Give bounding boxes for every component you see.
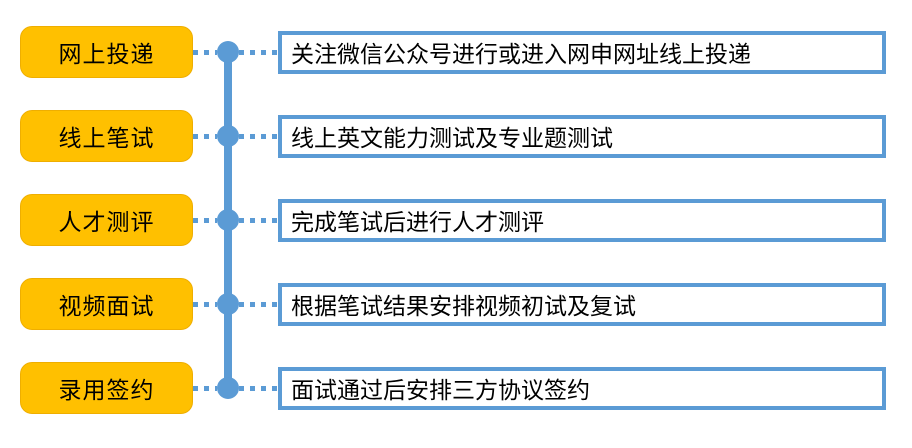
process-step-row: 线上笔试 线上英文能力测试及专业题测试	[0, 94, 912, 178]
step-description-box: 线上英文能力测试及专业题测试	[278, 114, 886, 158]
dotted-connector-right	[239, 301, 278, 307]
step-label-box: 录用签约	[20, 362, 193, 414]
step-description: 面试通过后安排三方协议签约	[291, 377, 590, 403]
step-label-box: 人才测评	[20, 194, 193, 246]
process-steps: 网上投递 关注微信公众号进行或进入网申网址线上投递 线上笔试 线上英文能力测试及…	[0, 10, 912, 430]
dotted-connector-left	[193, 133, 217, 139]
step-description: 关注微信公众号进行或进入网申网址线上投递	[291, 41, 751, 67]
step-label: 视频面试	[58, 293, 155, 319]
dotted-connector-right	[239, 49, 278, 55]
dotted-connector-right	[239, 217, 278, 223]
dotted-connector-left	[193, 301, 217, 307]
step-description: 完成笔试后进行人才测评	[291, 209, 544, 235]
dotted-connector-right	[239, 385, 278, 391]
process-step-row: 视频面试 根据笔试结果安排视频初试及复试	[0, 262, 912, 346]
step-label: 网上投递	[58, 41, 155, 67]
dotted-connector-left	[193, 49, 217, 55]
step-label: 录用签约	[58, 377, 155, 403]
timeline-node-icon	[217, 125, 239, 147]
timeline-node-icon	[217, 209, 239, 231]
dotted-connector-left	[193, 385, 217, 391]
process-step-row: 录用签约 面试通过后安排三方协议签约	[0, 346, 912, 430]
step-label-box: 视频面试	[20, 278, 193, 330]
timeline-node-icon	[217, 377, 239, 399]
step-description: 线上英文能力测试及专业题测试	[291, 125, 613, 151]
step-description-box: 面试通过后安排三方协议签约	[278, 366, 886, 410]
timeline-node-icon	[217, 41, 239, 63]
process-step-row: 网上投递 关注微信公众号进行或进入网申网址线上投递	[0, 10, 912, 94]
step-description-box: 关注微信公众号进行或进入网申网址线上投递	[278, 30, 886, 74]
dotted-connector-left	[193, 217, 217, 223]
step-label: 人才测评	[58, 209, 155, 235]
step-label-box: 线上笔试	[20, 110, 193, 162]
process-step-row: 人才测评 完成笔试后进行人才测评	[0, 178, 912, 262]
step-description-box: 完成笔试后进行人才测评	[278, 198, 886, 242]
step-label: 线上笔试	[58, 125, 155, 151]
step-description: 根据笔试结果安排视频初试及复试	[291, 293, 636, 319]
step-description-box: 根据笔试结果安排视频初试及复试	[278, 282, 886, 326]
timeline-node-icon	[217, 293, 239, 315]
step-label-box: 网上投递	[20, 26, 193, 78]
dotted-connector-right	[239, 133, 278, 139]
